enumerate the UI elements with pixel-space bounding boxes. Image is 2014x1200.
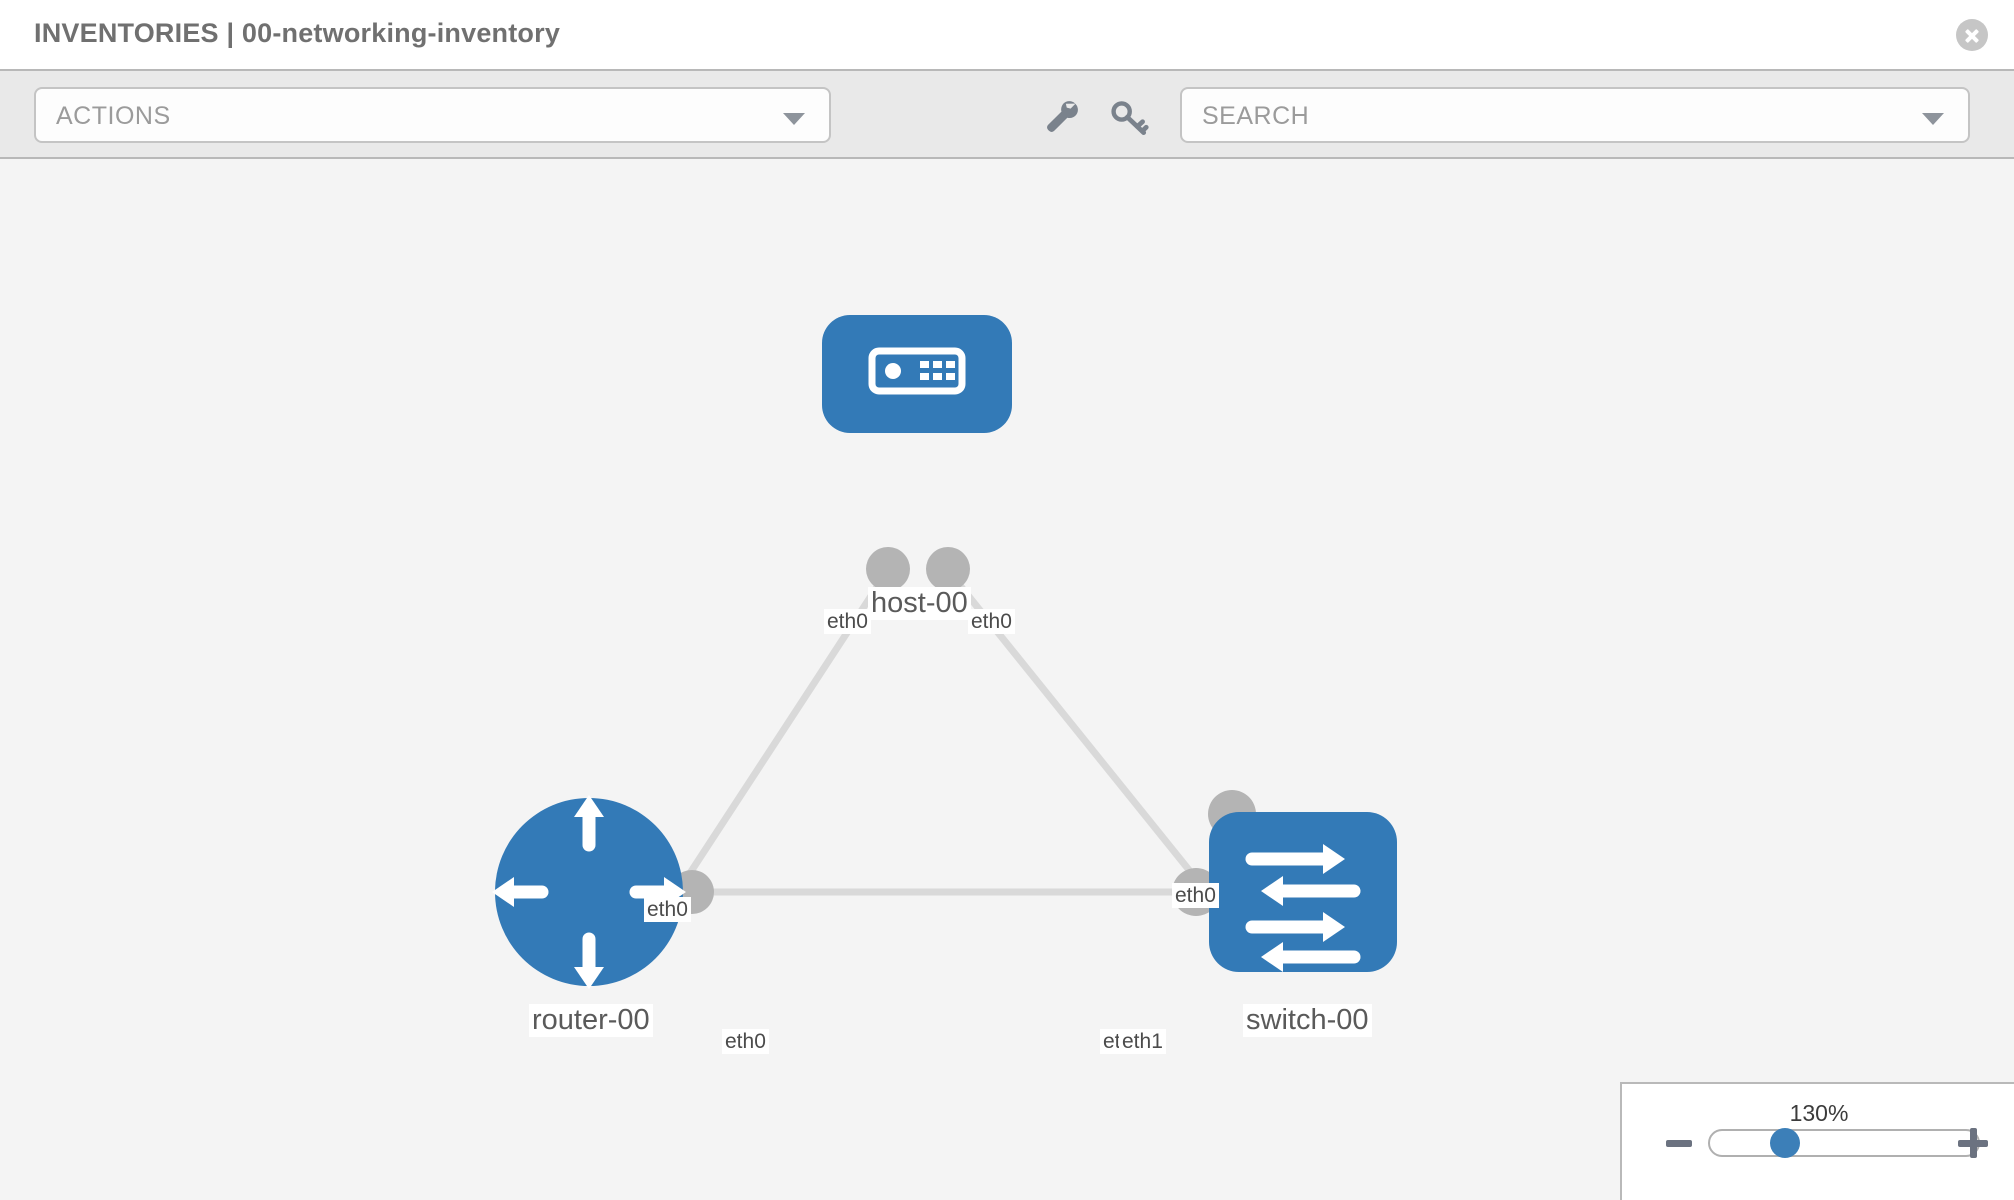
connector-host00-left [866, 547, 910, 591]
node-label-switch-00: switch-00 [1243, 1004, 1372, 1037]
minus-icon[interactable] [1666, 1140, 1692, 1147]
interface-label-host00-right: eth0 [968, 609, 1015, 634]
node-host-00 [822, 315, 1012, 433]
wrench-icon[interactable] [1040, 95, 1084, 139]
topology-graph: router-00 --> switch-00 --> switch-00 --… [492, 315, 1397, 989]
search-input[interactable]: SEARCH [1180, 87, 1970, 143]
topology-canvas[interactable]: router-00 --> switch-00 --> switch-00 --… [0, 159, 2014, 1200]
node-router-00 [492, 795, 686, 989]
interface-label-router00-uplink: eth0 [644, 897, 691, 922]
switch-arrows-icon [1245, 852, 1361, 964]
toolbar: ACTIONS SEARCH [0, 69, 2014, 159]
zoom-slider-track[interactable] [1708, 1129, 1980, 1157]
actions-dropdown[interactable]: ACTIONS [34, 87, 831, 143]
node-label-router-00: router-00 [529, 1004, 653, 1037]
node-label-host-00: host-00 [868, 587, 971, 620]
zoom-control-panel: 130% [1620, 1082, 2014, 1200]
actions-dropdown-label: ACTIONS [56, 102, 171, 130]
connector-host00-right [926, 547, 970, 591]
interface-label-host00-left: eth0 [824, 609, 871, 634]
interface-label-switch00-uplink: eth0 [1172, 883, 1219, 908]
server-appliance-icon [868, 347, 966, 395]
chevron-down-icon [783, 113, 805, 125]
plus-icon[interactable] [1958, 1128, 1988, 1158]
close-icon[interactable] [1956, 19, 1988, 51]
search-placeholder: SEARCH [1202, 102, 1310, 130]
node-switch-00 [1209, 812, 1397, 972]
topology-edges: router-00 --> switch-00 --> switch-00 --… [657, 570, 1225, 921]
page-title: INVENTORIES | 00-networking-inventory [34, 18, 561, 48]
zoom-slider-thumb[interactable] [1770, 1128, 1800, 1158]
interface-label-switch00-left: eth1 [1119, 1029, 1166, 1054]
chevron-down-icon[interactable] [1922, 113, 1944, 125]
key-icon[interactable] [1107, 95, 1151, 139]
zoom-level-value: 130% [1789, 1100, 1849, 1126]
interface-label-router00-right: eth0 [722, 1029, 769, 1054]
page-header: INVENTORIES | 00-networking-inventory [0, 0, 2014, 69]
